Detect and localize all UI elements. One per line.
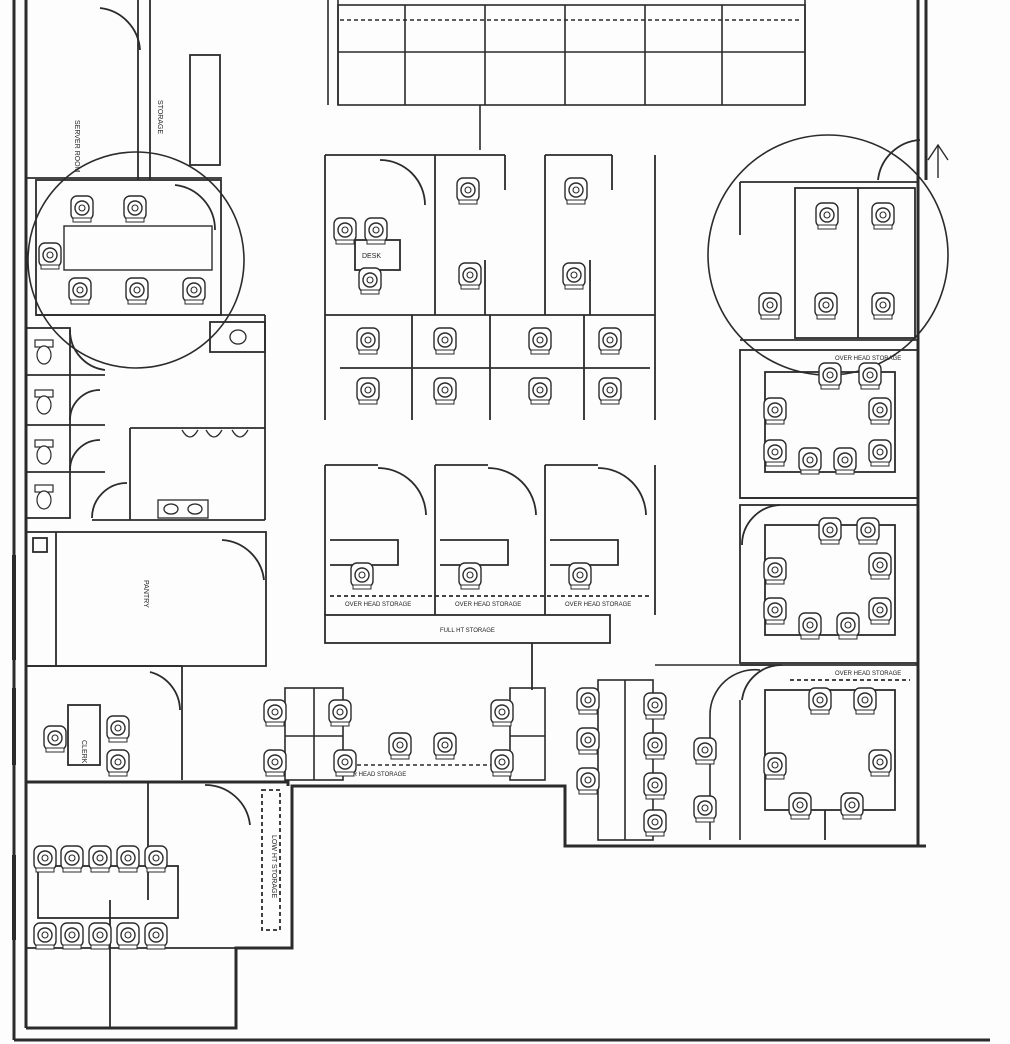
full-ht-storage-label: FULL HT STORAGE bbox=[440, 628, 495, 634]
cabin-chairs-1 bbox=[333, 177, 622, 405]
cabin-chairs-2 bbox=[350, 562, 592, 590]
restrooms bbox=[25, 315, 266, 521]
meeting-chairs bbox=[33, 845, 168, 950]
low-ht-storage-label: LOW HT STORAGE bbox=[270, 835, 277, 898]
right-chairs bbox=[758, 202, 895, 820]
over-head-storage-label-5: OVER HEAD STORAGE bbox=[835, 356, 901, 362]
pantry-clerk bbox=[12, 531, 267, 940]
cabins-row-1 bbox=[324, 154, 656, 420]
pantry-label: PANTRY bbox=[142, 580, 149, 608]
sink-icon bbox=[157, 329, 247, 519]
over-head-storage-label-6: OVER HEAD STORAGE bbox=[835, 671, 901, 677]
over-head-storage-label-4: OVER HEAD STORAGE bbox=[340, 772, 406, 778]
top-workstations bbox=[327, 0, 806, 150]
over-head-storage-label-2: OVER HEAD STORAGE bbox=[455, 602, 521, 608]
conference-zone-left bbox=[27, 151, 245, 369]
meeting-room-bottom bbox=[26, 782, 281, 1028]
cabins-row-2 bbox=[324, 464, 656, 690]
north-arrow-icon bbox=[927, 143, 949, 178]
clerk-label: CLERK bbox=[80, 740, 87, 764]
desk-label: DESK bbox=[362, 253, 381, 260]
storage-label: STORAGE bbox=[156, 100, 163, 134]
server-room-label: SERVER ROOM bbox=[73, 120, 80, 173]
left-top-rooms bbox=[26, 0, 265, 316]
over-head-storage-label: OVER HEAD STORAGE bbox=[345, 602, 411, 608]
over-head-storage-label-3: OVER HEAD STORAGE bbox=[565, 602, 631, 608]
bottom-chairs bbox=[263, 687, 717, 837]
urinals bbox=[181, 429, 249, 438]
right-rooms bbox=[739, 139, 921, 840]
bottom-workstations bbox=[284, 664, 780, 841]
conference-zone-right bbox=[707, 134, 949, 376]
